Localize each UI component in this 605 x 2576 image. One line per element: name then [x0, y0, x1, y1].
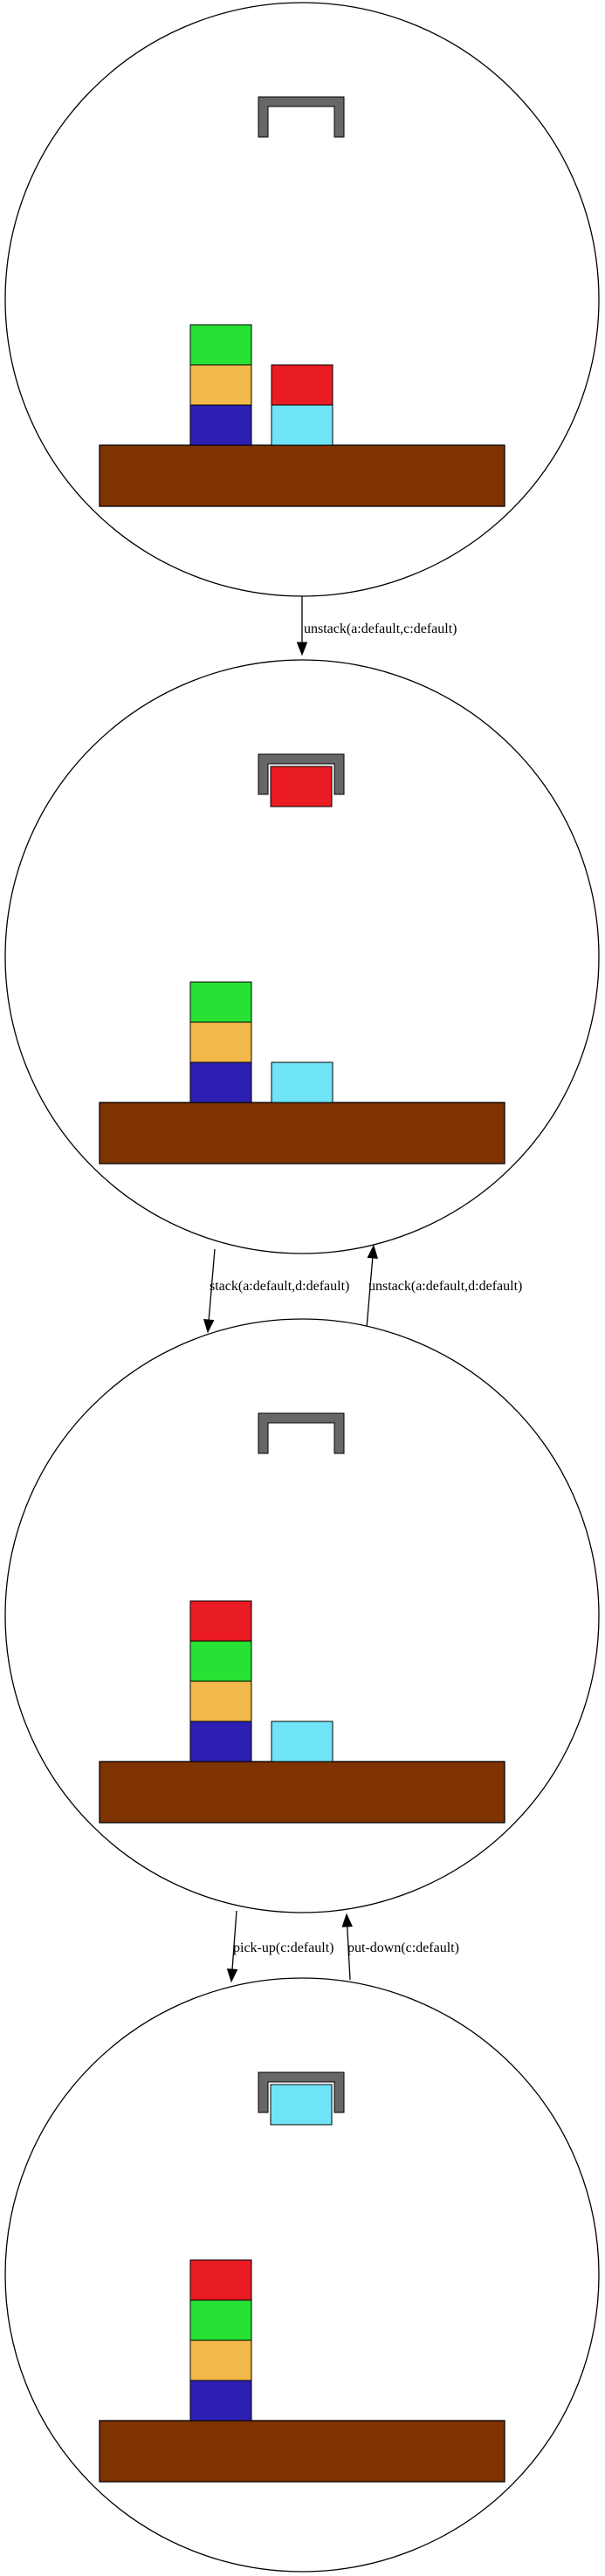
block-e — [189, 1721, 252, 1762]
edge-line — [366, 1257, 374, 1329]
arrowhead-icon — [296, 642, 308, 656]
edge-s1-s2: unstack(a:default,c:default) — [296, 596, 457, 656]
state-circle — [4, 659, 600, 1254]
edge-label: pick-up(c:default) — [233, 1941, 334, 1955]
table — [99, 444, 505, 507]
states-layer — [4, 2, 600, 2573]
block-d — [189, 1021, 252, 1063]
held-block-c — [270, 2084, 333, 2126]
gripper-icon — [258, 1412, 345, 1454]
block-b — [189, 1640, 252, 1682]
block-b — [189, 981, 252, 1023]
state-node-s1 — [4, 2, 600, 597]
block-c — [271, 1721, 333, 1762]
block-d — [189, 1680, 252, 1722]
block-a — [189, 2259, 252, 2301]
edge-label: unstack(a:default,d:default) — [368, 1279, 522, 1294]
held-block-a — [270, 766, 333, 807]
edge-label: unstack(a:default,c:default) — [304, 622, 457, 636]
block-b — [189, 2299, 252, 2341]
state-node-s2 — [4, 659, 600, 1254]
edge-line — [208, 1248, 216, 1321]
block-d — [189, 364, 252, 406]
gripper-icon — [258, 753, 345, 795]
block-c — [271, 1061, 333, 1103]
block-e — [189, 404, 252, 446]
arrowhead-icon — [367, 1244, 378, 1259]
edge-label: stack(a:default,d:default) — [210, 1279, 349, 1294]
state-node-s3 — [4, 1318, 600, 1913]
table — [99, 1102, 505, 1164]
edge-s3-s4: pick-up(c:default) — [226, 1910, 334, 1983]
edges-layer: unstack(a:default,c:default) stack(a:defa… — [203, 596, 522, 1983]
block-d — [189, 2339, 252, 2381]
block-b — [189, 324, 252, 366]
block-e — [189, 1061, 252, 1103]
gripper-icon — [258, 96, 345, 138]
gripper-icon — [258, 2071, 345, 2113]
state-node-s4 — [4, 1977, 600, 2573]
edge-s4-s3: put-down(c:default) — [341, 1913, 459, 1981]
arrowhead-icon — [203, 1319, 215, 1334]
edge-line — [347, 1926, 351, 1981]
edge-label: put-down(c:default) — [347, 1941, 459, 1955]
block-e — [189, 2380, 252, 2421]
state-circle — [4, 1318, 600, 1913]
edge-s3-s2: unstack(a:default,d:default) — [366, 1244, 522, 1329]
state-circle — [4, 2, 600, 597]
state-circle — [4, 1977, 600, 2573]
block-c — [271, 404, 333, 446]
table — [99, 1761, 505, 1824]
block-a — [189, 1600, 252, 1642]
block-a — [271, 364, 333, 406]
arrowhead-icon — [341, 1913, 353, 1927]
edge-s2-s3: stack(a:default,d:default) — [203, 1248, 349, 1334]
table — [99, 2420, 505, 2483]
edge-line — [231, 1910, 237, 1970]
arrowhead-icon — [226, 1968, 238, 1983]
